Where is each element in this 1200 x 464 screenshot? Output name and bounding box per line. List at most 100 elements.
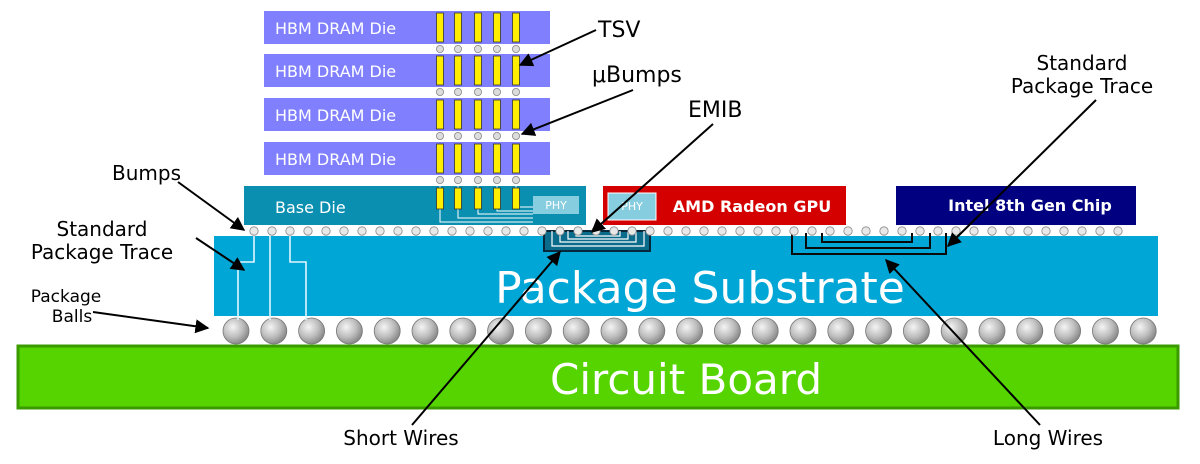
bump: [1041, 226, 1051, 236]
standard-package-traces: [237, 234, 307, 320]
tsv: [436, 99, 444, 130]
package-ball: [562, 317, 590, 345]
long-wires-arrow: [885, 258, 1041, 426]
bump: [663, 226, 673, 236]
hbm-die-2-label: HBM DRAM Die: [275, 62, 396, 81]
package-ball: [335, 317, 363, 345]
ubump: [453, 45, 462, 54]
package-ball: [222, 317, 250, 345]
bump: [699, 226, 709, 236]
tsv: [436, 187, 444, 210]
ubump: [492, 45, 501, 54]
tsv: [454, 99, 462, 130]
bump: [375, 226, 385, 236]
package-ball: [260, 317, 288, 345]
package-ball: [525, 317, 552, 345]
bump: [753, 226, 763, 236]
tsv: [436, 12, 444, 43]
bump: [843, 226, 853, 236]
base-die-phy-label: PHY: [545, 199, 567, 212]
bump: [645, 226, 655, 236]
ubump: [473, 131, 482, 140]
bump: [969, 226, 979, 236]
bump: [357, 226, 367, 236]
ubump: [435, 131, 444, 140]
bump: [285, 226, 295, 236]
package-ball: [1054, 317, 1081, 345]
ubump: [435, 88, 444, 97]
package-ball: [1092, 317, 1119, 345]
bumps-callout: Bumps: [112, 161, 181, 185]
emib-bridge: [543, 230, 651, 252]
bump: [465, 226, 475, 236]
tsv: [512, 187, 520, 210]
base-die-phy: [533, 196, 579, 214]
ubumps-arrow: [520, 89, 634, 136]
package-ball: [638, 317, 666, 345]
ubump: [453, 175, 462, 184]
package-balls: [222, 317, 1157, 345]
bump: [1005, 226, 1015, 236]
ubump: [473, 45, 482, 54]
package-ball: [1129, 317, 1157, 345]
cpu-die: [896, 186, 1136, 225]
tsv: [474, 55, 482, 86]
package-ball: [978, 317, 1006, 345]
tsv: [493, 55, 501, 86]
hbm-die-2: [264, 54, 550, 87]
bump: [573, 226, 583, 236]
circuit-board-label: Circuit Board: [550, 355, 822, 404]
bumps-arrow: [177, 181, 246, 231]
bump: [447, 226, 457, 236]
tsv: [474, 143, 482, 174]
gpu-phy-label: PHY: [621, 200, 643, 213]
ubump: [492, 131, 501, 140]
package-ball: [449, 317, 477, 345]
package-balls-callout-line2: Balls: [52, 307, 93, 327]
bump: [609, 226, 619, 236]
package-ball: [714, 317, 741, 345]
tsv: [493, 12, 501, 43]
ubump: [473, 88, 482, 97]
tsv: [512, 55, 520, 86]
long-wires: [791, 233, 947, 255]
ubump: [512, 45, 521, 54]
ubump: [492, 88, 501, 97]
tsv: [474, 99, 482, 130]
tsv: [436, 55, 444, 86]
short-wires-callout: Short Wires: [343, 426, 458, 450]
bump: [429, 226, 439, 236]
tsv: [454, 12, 462, 43]
package-ball: [487, 317, 515, 345]
bump: [267, 226, 277, 236]
emib-arrow: [590, 123, 714, 233]
tsv: [512, 12, 520, 43]
bump: [771, 226, 781, 236]
ubump: [492, 175, 501, 184]
hbm-die-3-label: HBM DRAM Die: [275, 106, 396, 125]
tsv: [512, 99, 520, 130]
tsv: [493, 187, 501, 210]
bump: [933, 226, 943, 236]
bump: [555, 226, 565, 236]
bump: [735, 226, 745, 236]
standard-trace-right-callout-line2: Package Trace: [1011, 74, 1153, 98]
bump: [1095, 226, 1105, 236]
bump: [303, 226, 313, 236]
package-ball: [411, 317, 439, 345]
bump: [537, 226, 547, 236]
package-substrate-label: Package Substrate: [495, 263, 905, 314]
bump: [987, 226, 997, 236]
package-ball: [298, 317, 326, 345]
tsv: [493, 99, 501, 130]
bump: [825, 226, 835, 236]
ubump: [453, 88, 462, 97]
package-ball: [827, 317, 855, 345]
bump: [789, 226, 799, 236]
package-ball: [1016, 317, 1044, 345]
emib-callout: EMIB: [688, 98, 742, 123]
hbm-die-4-label: HBM DRAM Die: [275, 150, 396, 169]
tsv: [474, 187, 482, 210]
tsv: [474, 12, 482, 43]
